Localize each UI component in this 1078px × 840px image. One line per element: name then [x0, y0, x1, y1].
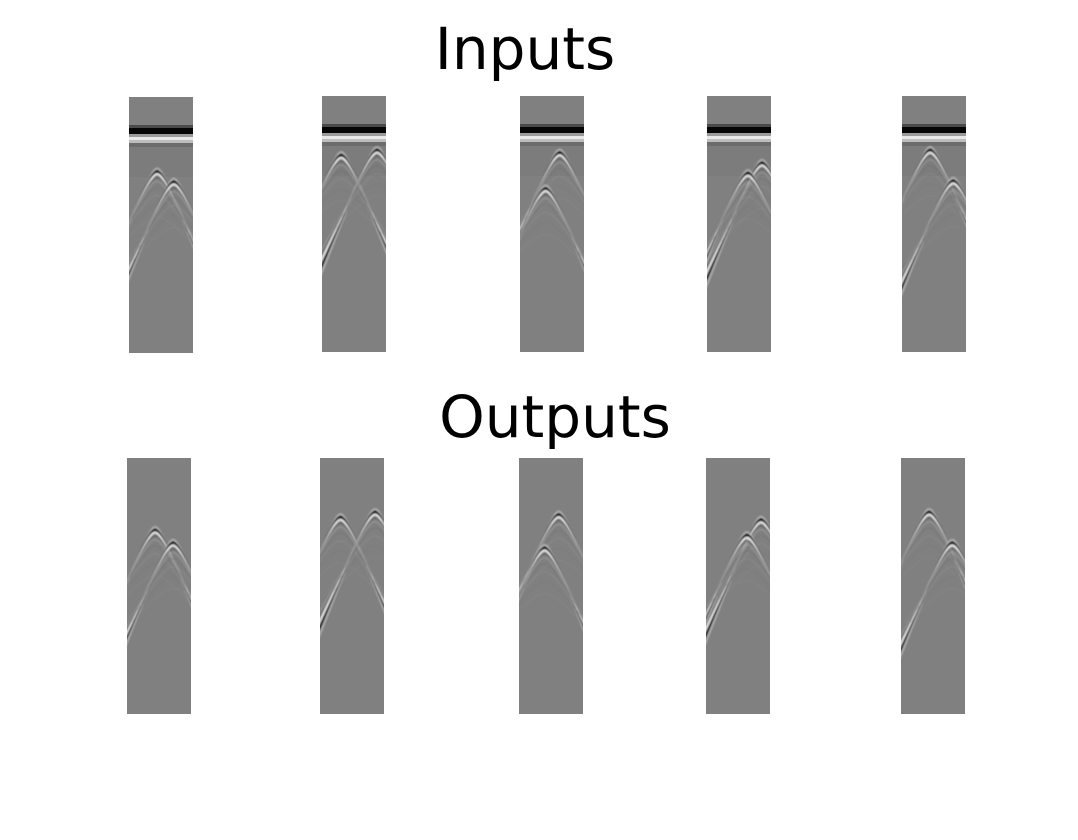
- output-1-svg: [127, 458, 191, 714]
- hyperbola-reflection: [707, 159, 771, 288]
- hyperbola-reflection: [902, 176, 966, 296]
- hyperbola-reflection: [322, 146, 386, 275]
- hyperbola-reflection: [519, 543, 583, 631]
- input-4-svg: [707, 96, 771, 352]
- hyperbola-reflection: [901, 538, 965, 658]
- output-5-svg: [901, 458, 965, 714]
- input-image-5: [902, 96, 966, 352]
- output-image-3: [519, 458, 583, 714]
- input-3-svg: [520, 96, 584, 352]
- inputs-title: Inputs: [434, 15, 616, 83]
- panel-background: [127, 458, 191, 714]
- panel-background: [901, 458, 965, 714]
- output-3-svg: [519, 458, 583, 714]
- input-image-1: [129, 97, 193, 353]
- output-image-2: [320, 458, 384, 714]
- hyperbola-reflection: [129, 177, 193, 281]
- surface-reflection-band: [707, 124, 771, 176]
- output-image-1: [127, 458, 191, 714]
- outputs-title: Outputs: [439, 383, 671, 451]
- hyperbola-reflection: [707, 169, 771, 263]
- input-1-svg: [129, 97, 193, 353]
- output-4-svg: [706, 458, 770, 714]
- input-2-svg: [322, 96, 386, 352]
- input-image-4: [707, 96, 771, 352]
- hyperbola-reflection: [706, 531, 770, 625]
- hyperbola-reflection: [320, 508, 384, 637]
- panel-background: [706, 458, 770, 714]
- surface-reflection-band: [902, 124, 966, 176]
- input-image-3: [520, 96, 584, 352]
- input-5-svg: [902, 96, 966, 352]
- hyperbola-reflection: [127, 538, 191, 645]
- output-image-5: [901, 458, 965, 714]
- hyperbola-reflection: [706, 515, 770, 645]
- input-image-2: [322, 96, 386, 352]
- surface-reflection-band: [129, 125, 193, 177]
- output-2-svg: [320, 458, 384, 714]
- hyperbola-reflection: [322, 151, 386, 254]
- output-image-4: [706, 458, 770, 714]
- hyperbola-reflection: [520, 184, 584, 272]
- panel-background: [519, 458, 583, 714]
- hyperbola-reflection: [320, 513, 384, 613]
